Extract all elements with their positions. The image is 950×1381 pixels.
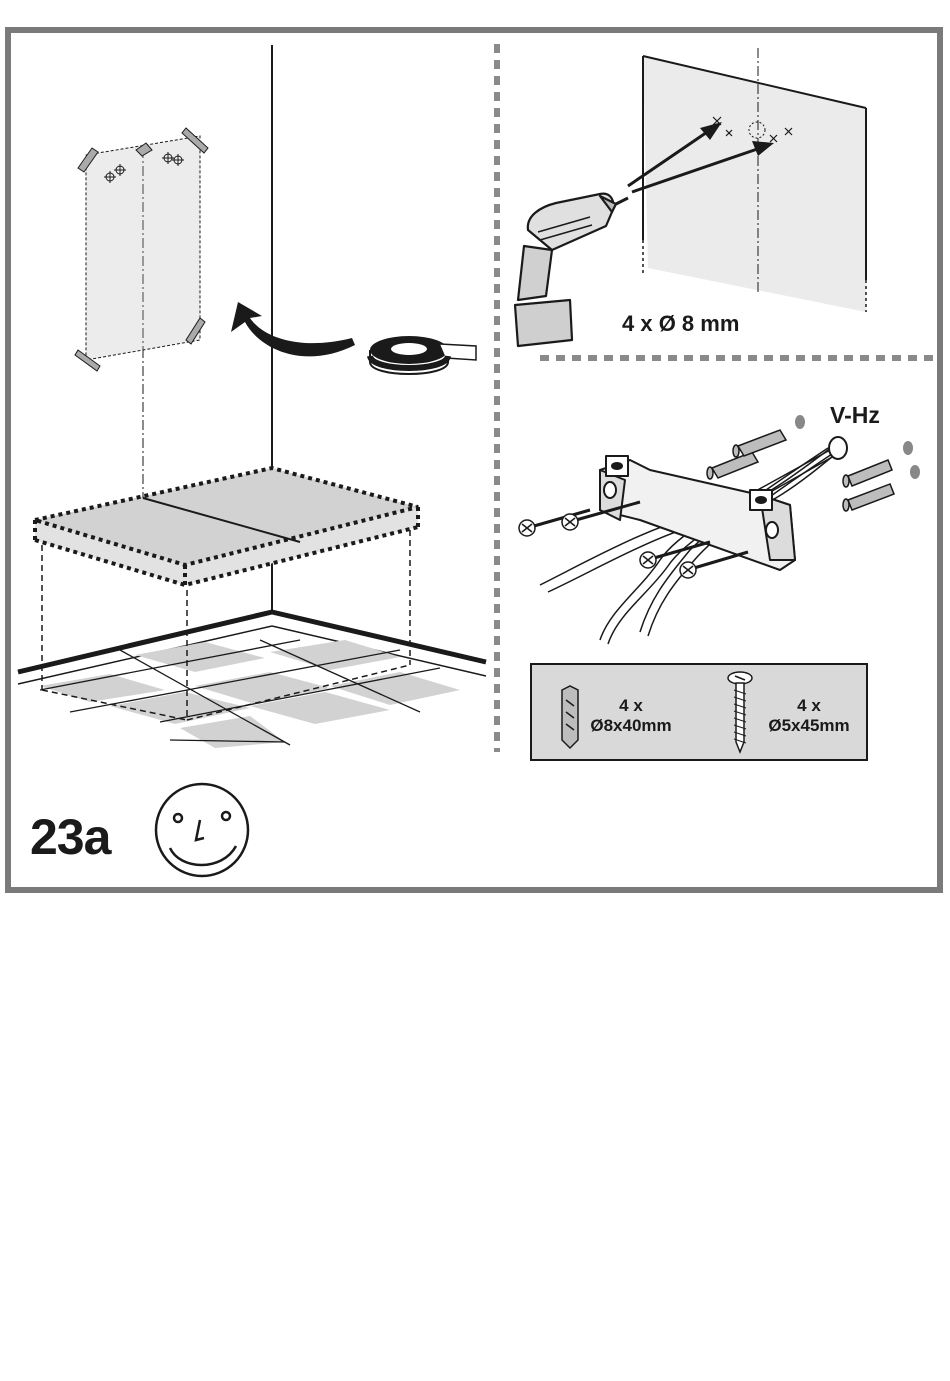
wall-template: [75, 128, 208, 371]
step-number: 23a: [30, 808, 110, 866]
plug-size: Ø8x40mm: [571, 716, 691, 736]
drill-hole-spec: 4 x Ø 8 mm: [622, 311, 739, 337]
screw-size: Ø5x45mm: [749, 716, 869, 736]
voltage-label: V-Hz: [830, 402, 880, 429]
plug-count: 4 x: [571, 696, 691, 716]
screw-count: 4 x: [749, 696, 869, 716]
